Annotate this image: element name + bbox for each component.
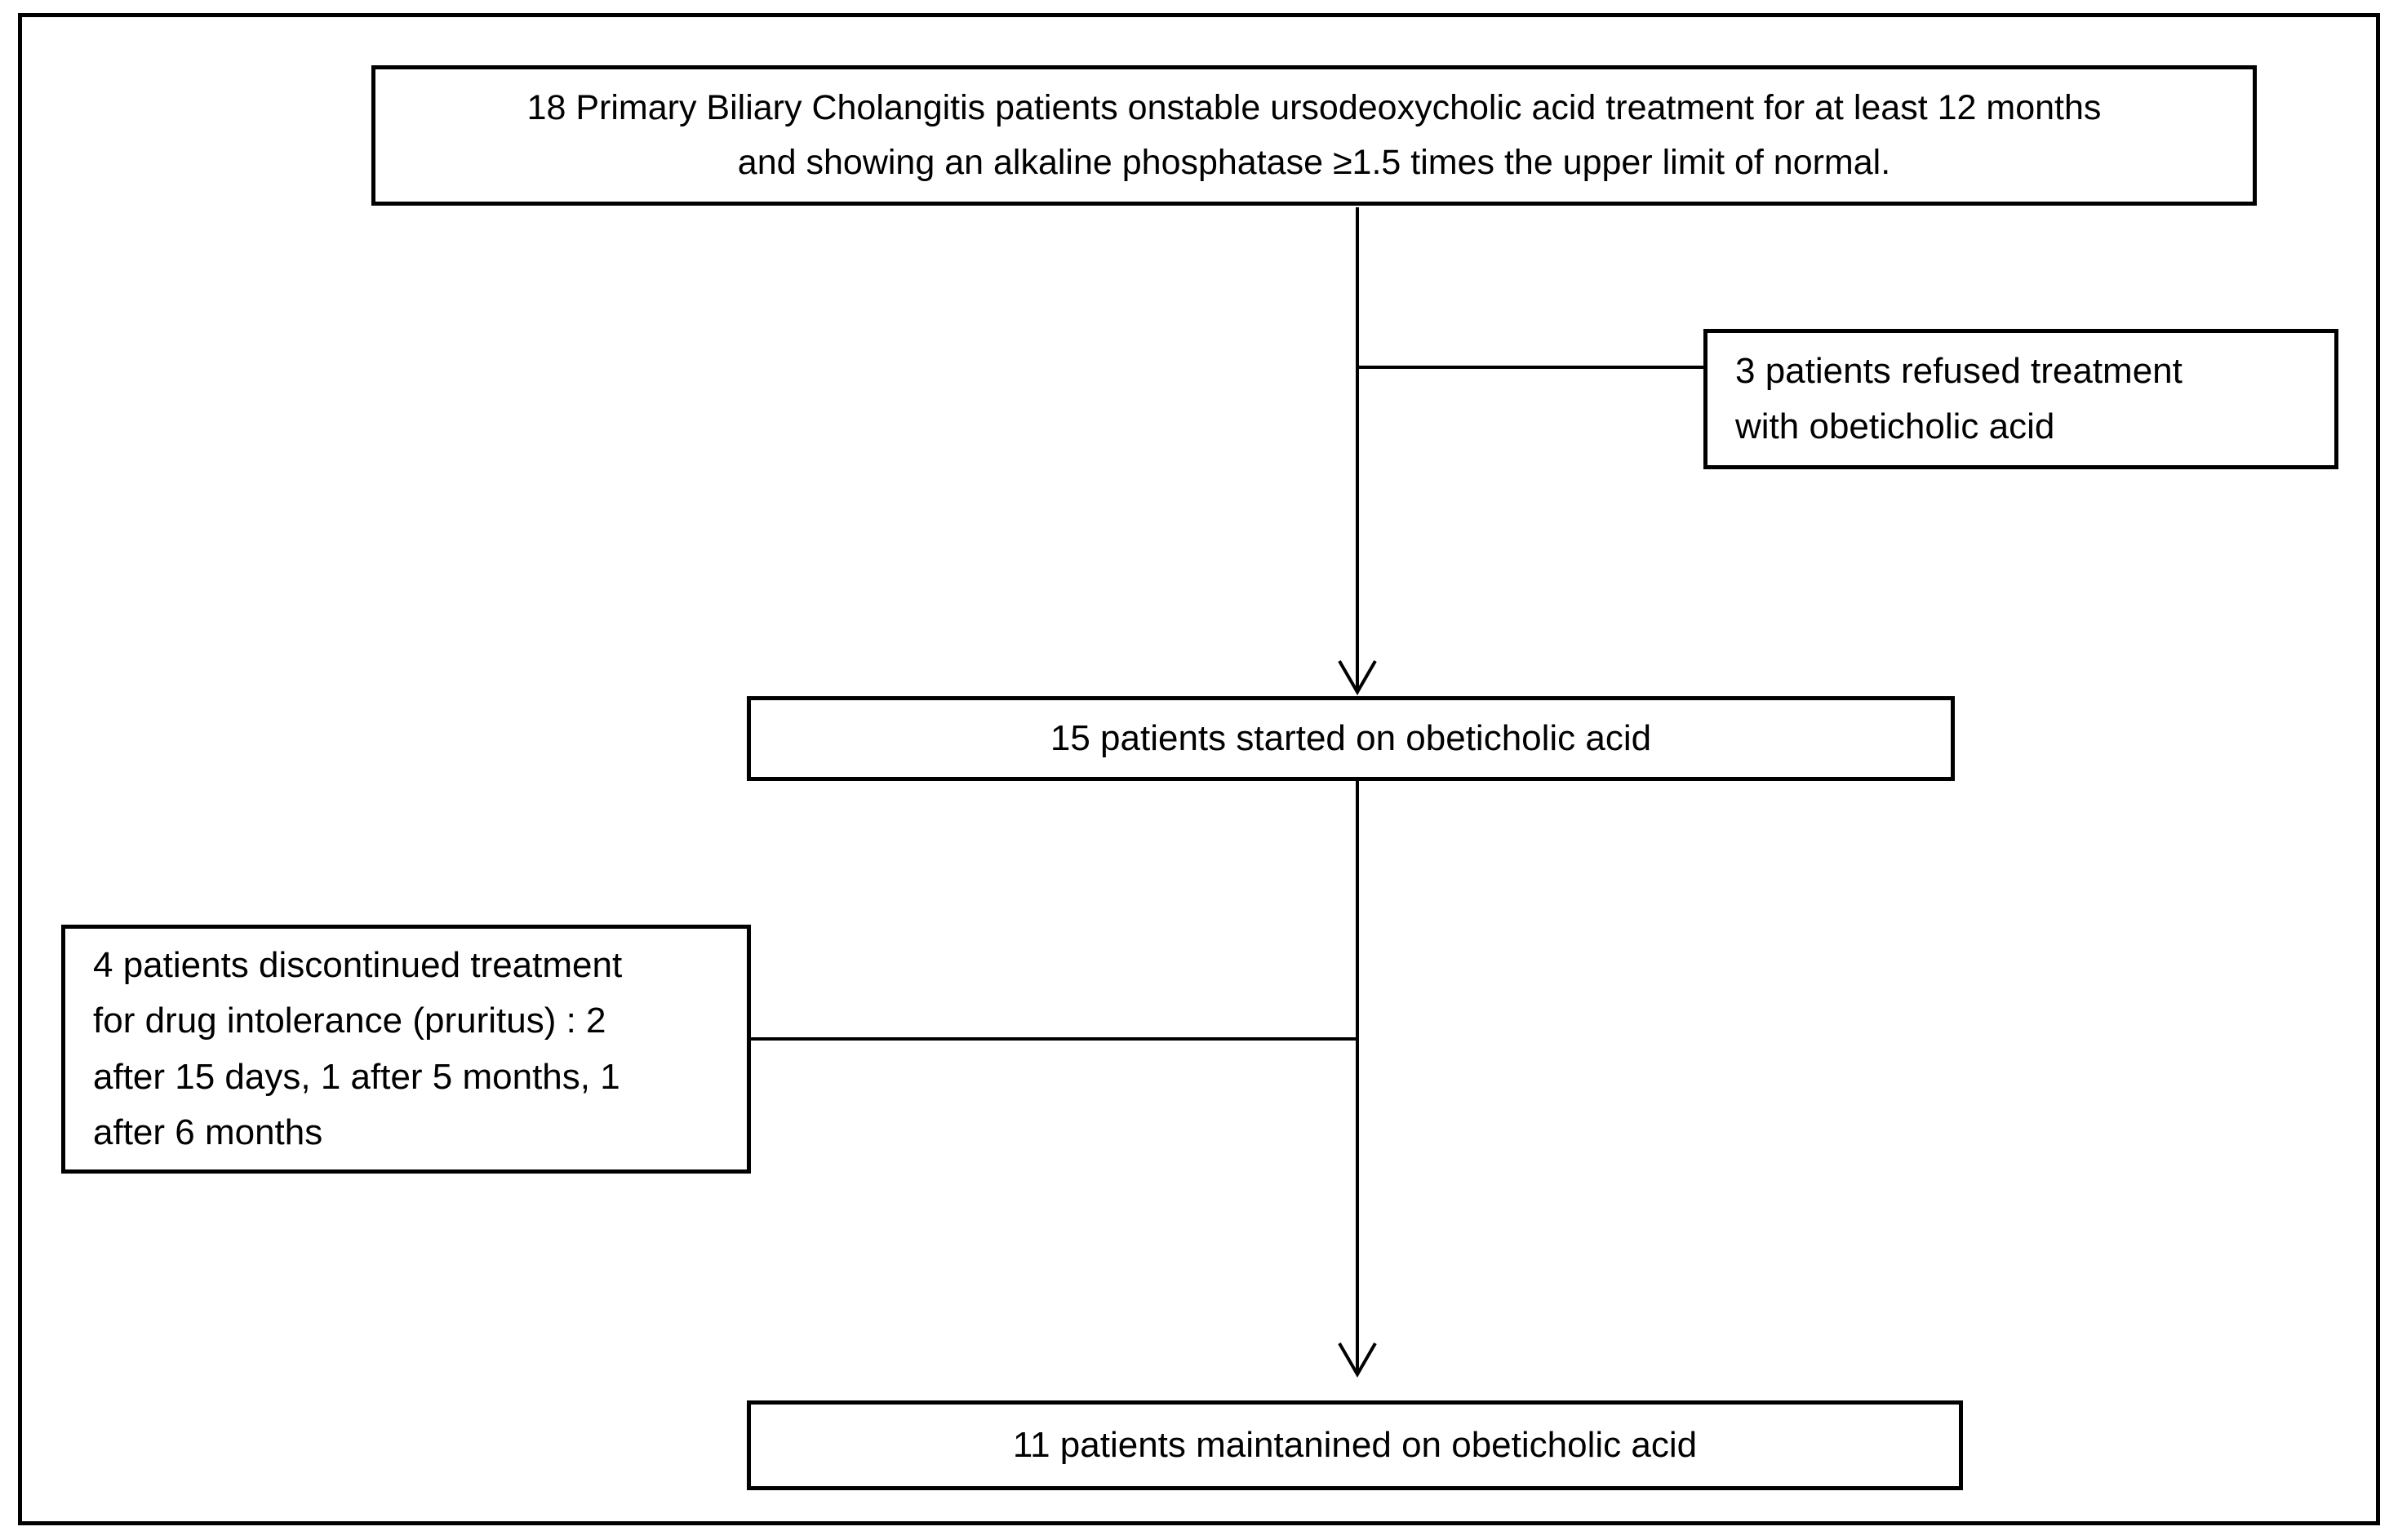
box-discontinued-treatment: 4 patients discontinued treatment for dr… [61,925,751,1174]
box-refused-treatment: 3 patients refused treatment with obetic… [1703,329,2338,469]
arrow-down-icon [1338,659,1377,695]
arrow-down-icon [1338,1342,1377,1378]
box-maintained-obeticholic-acid: 11 patients maintanined on obeticholic a… [747,1400,1963,1490]
box-started-obeticholic-acid: 15 patients started on obeticholic acid [747,696,1955,781]
figure-outer-border [18,13,2380,1525]
box-enrolled-patients: 18 Primary Biliary Cholangitis patients … [371,65,2257,206]
